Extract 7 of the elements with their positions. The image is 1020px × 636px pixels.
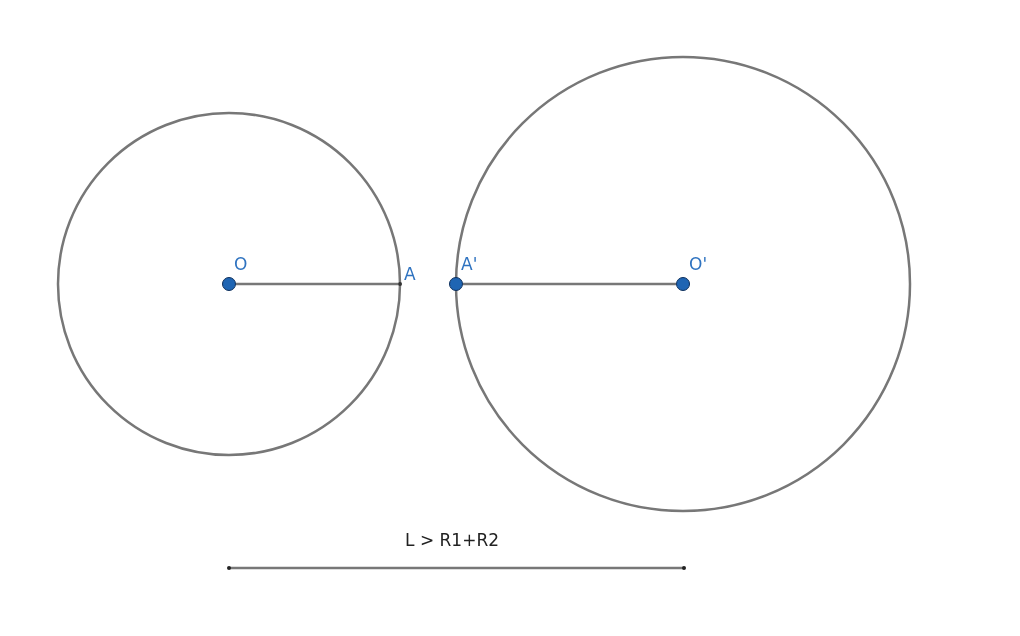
segment	[463, 282, 676, 286]
note-text: L > R1+R2	[405, 530, 500, 550]
point-label: A	[404, 264, 416, 284]
point-label: O	[234, 254, 248, 274]
segment	[236, 282, 398, 286]
point-label: O'	[689, 254, 708, 274]
point-label: A'	[461, 254, 478, 274]
